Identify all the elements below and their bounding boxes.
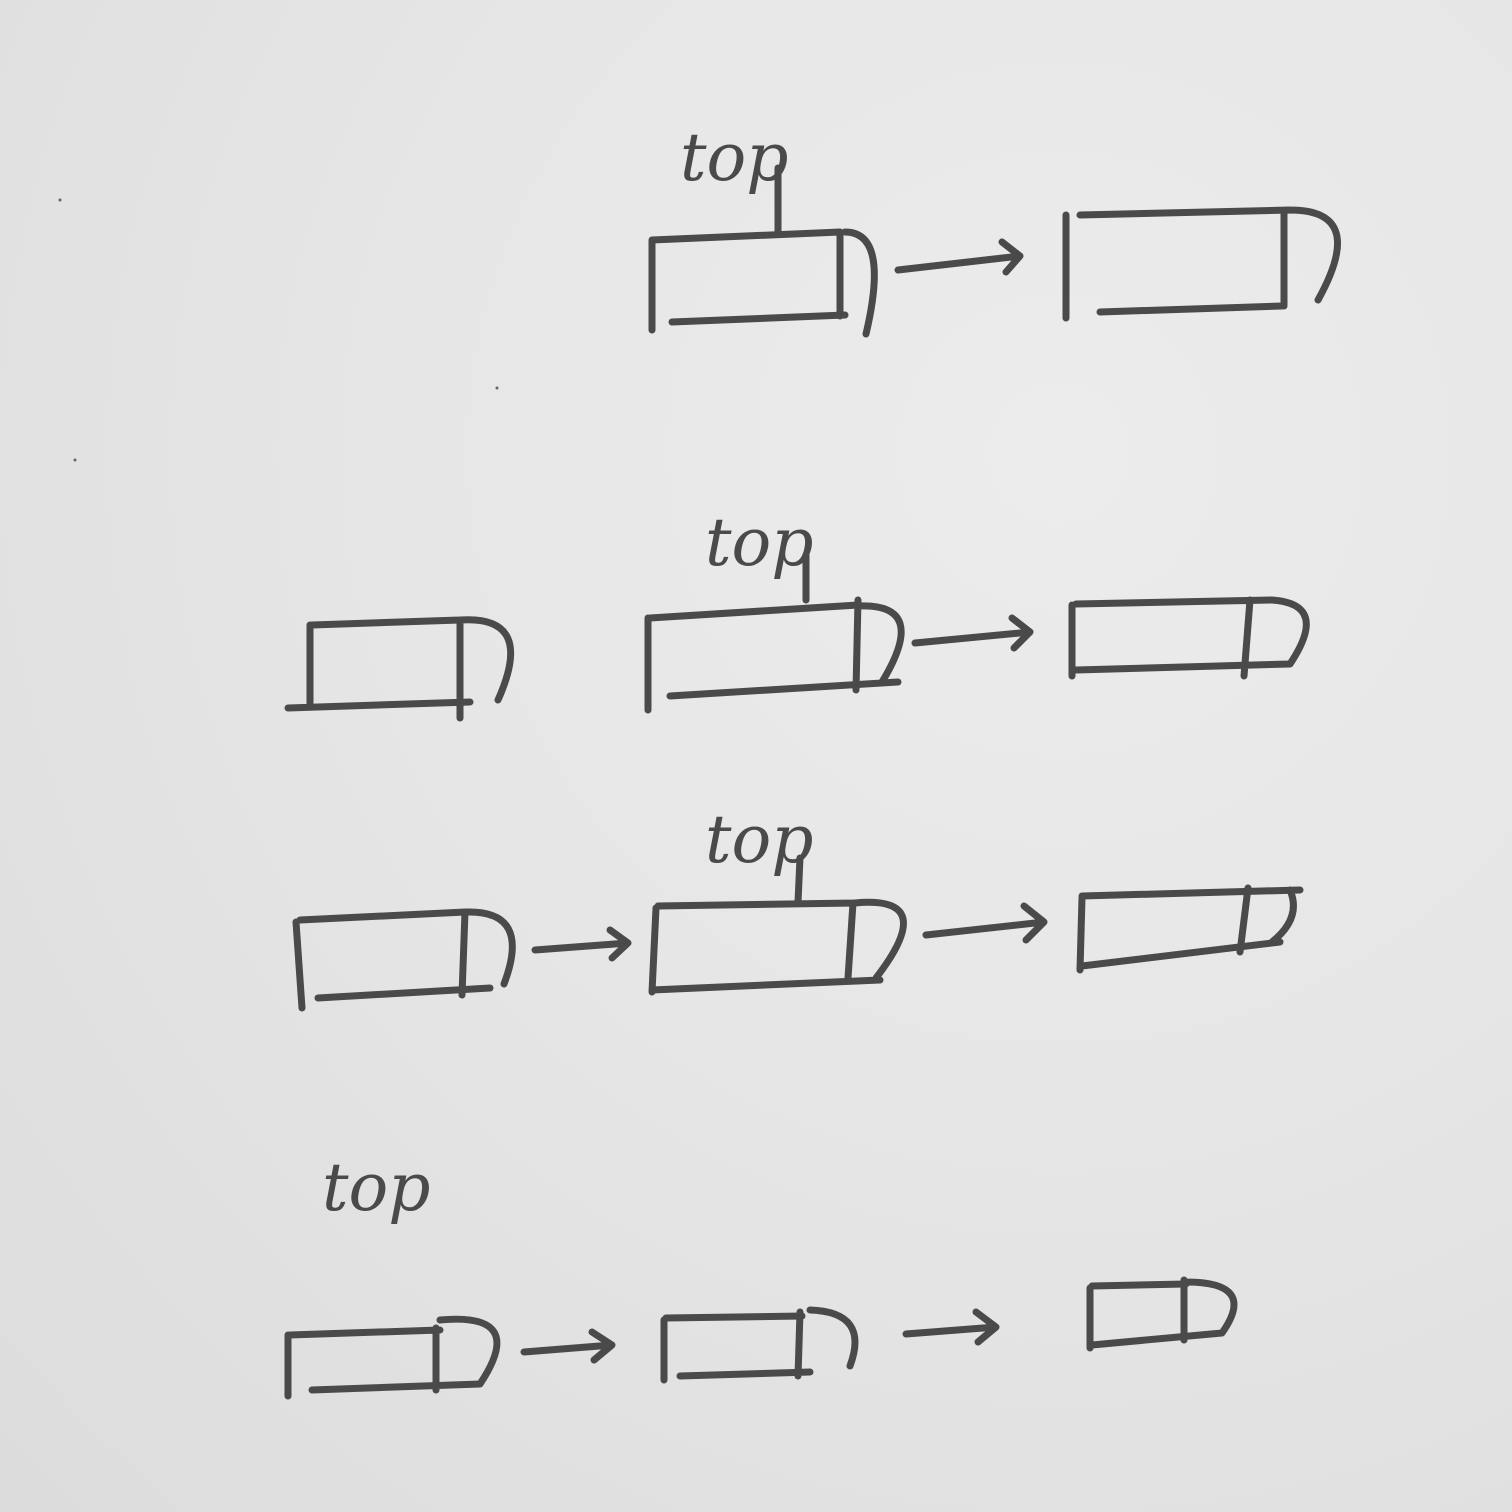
node-box — [284, 616, 515, 722]
node-box — [648, 228, 878, 338]
list-node — [644, 596, 905, 714]
top-pointer-label: top — [322, 1149, 431, 1226]
link-arrow — [911, 614, 1034, 652]
link-arrow — [520, 1328, 616, 1364]
list-node — [648, 898, 907, 996]
paper-speck — [58, 198, 62, 202]
list-node — [648, 228, 878, 338]
list-node — [292, 908, 516, 1012]
row-3: top — [292, 801, 1304, 1012]
node-box — [648, 898, 907, 996]
link-arrow — [894, 238, 1024, 276]
node-box — [1086, 1276, 1238, 1352]
top-pointer-label: top — [705, 801, 814, 878]
top-pointer-line — [794, 854, 804, 906]
list-node — [284, 616, 515, 722]
node-box — [1062, 206, 1342, 322]
link-arrow — [922, 902, 1048, 944]
node-box — [1076, 884, 1304, 974]
link-arrow — [902, 1308, 1000, 1346]
top-pointer-label: top — [705, 504, 814, 581]
list-node — [1076, 884, 1304, 974]
paper-speck — [73, 458, 77, 462]
list-node — [660, 1306, 859, 1384]
row-4: top — [284, 1149, 1238, 1400]
paper-speck — [495, 386, 499, 390]
list-node — [1086, 1276, 1238, 1352]
node-box — [644, 596, 905, 714]
node-box — [660, 1306, 859, 1384]
node-box — [284, 1315, 501, 1400]
list-node — [284, 1315, 501, 1400]
node-box — [292, 908, 516, 1012]
row-1: top — [648, 119, 1342, 338]
link-arrow — [531, 926, 632, 962]
row-2: top — [284, 504, 1310, 722]
list-node — [1062, 206, 1342, 322]
top-pointer-label: top — [680, 119, 789, 196]
list-node — [1068, 596, 1310, 680]
node-box — [1068, 596, 1310, 680]
